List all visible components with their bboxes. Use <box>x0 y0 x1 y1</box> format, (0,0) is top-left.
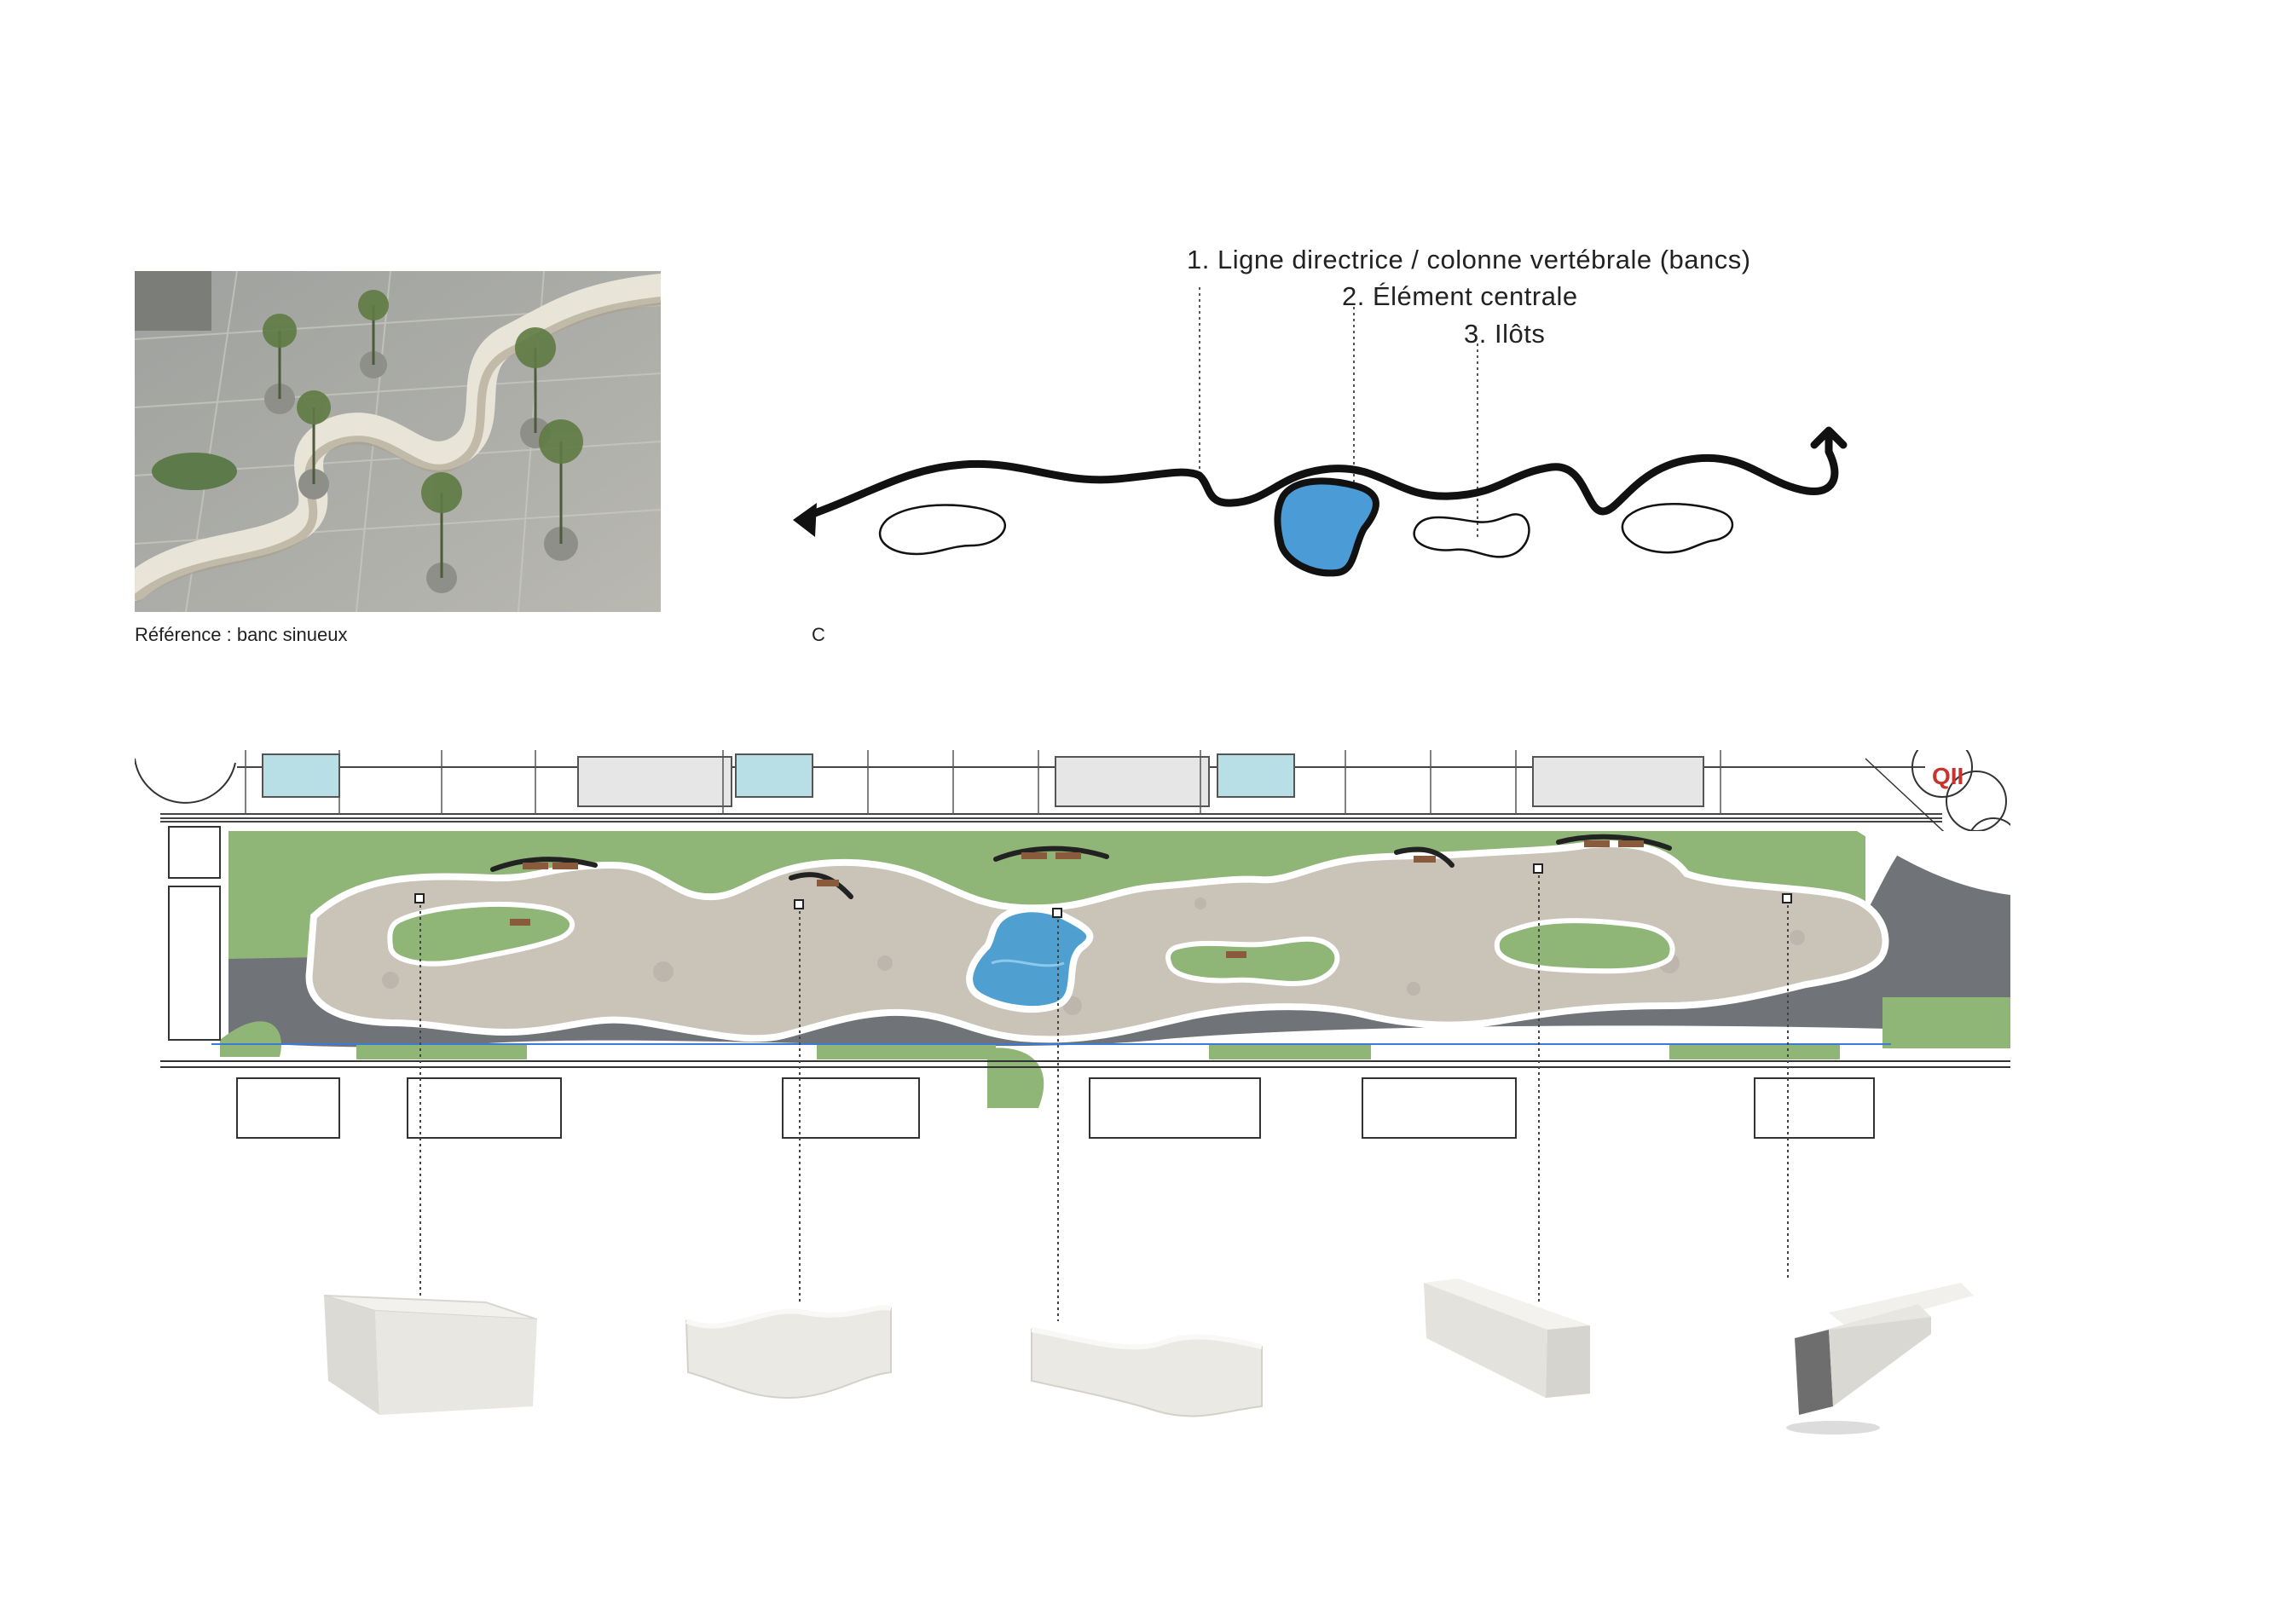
site-plan: QII <box>135 750 2010 1159</box>
concept-diagram <box>767 256 1893 614</box>
wooden-seats <box>510 840 1644 958</box>
stray-text: C <box>812 624 825 645</box>
legend-item-spine: 1. Ligne directrice / colonne vertébrale… <box>1187 245 1751 274</box>
island-1 <box>878 504 1006 556</box>
central-element <box>1274 477 1379 577</box>
arrow-up-icon <box>1810 426 1848 449</box>
bench-module-4 <box>1420 1274 1607 1419</box>
island-lawn-2 <box>1165 936 1340 986</box>
legend-item-central: 2. Élément centrale <box>1342 281 1578 311</box>
paving-promenade <box>305 840 1889 1043</box>
spine-line <box>799 430 1839 522</box>
bench-module-2 <box>678 1296 899 1440</box>
building-bottom <box>160 826 2010 1139</box>
arrow-left-icon <box>793 503 817 537</box>
island-2 <box>1413 513 1530 558</box>
reference-photo <box>135 271 661 612</box>
corner-symbol: QII <box>1932 763 1963 789</box>
bench-module-1 <box>315 1279 546 1432</box>
bench-module-3 <box>1027 1304 1270 1449</box>
bench-module-5 <box>1782 1270 1978 1440</box>
reference-caption: Référence : banc sinueux <box>135 624 348 645</box>
island-3 <box>1621 503 1734 554</box>
bench-lines <box>490 834 1672 899</box>
island-lawn-3 <box>1494 918 1675 974</box>
